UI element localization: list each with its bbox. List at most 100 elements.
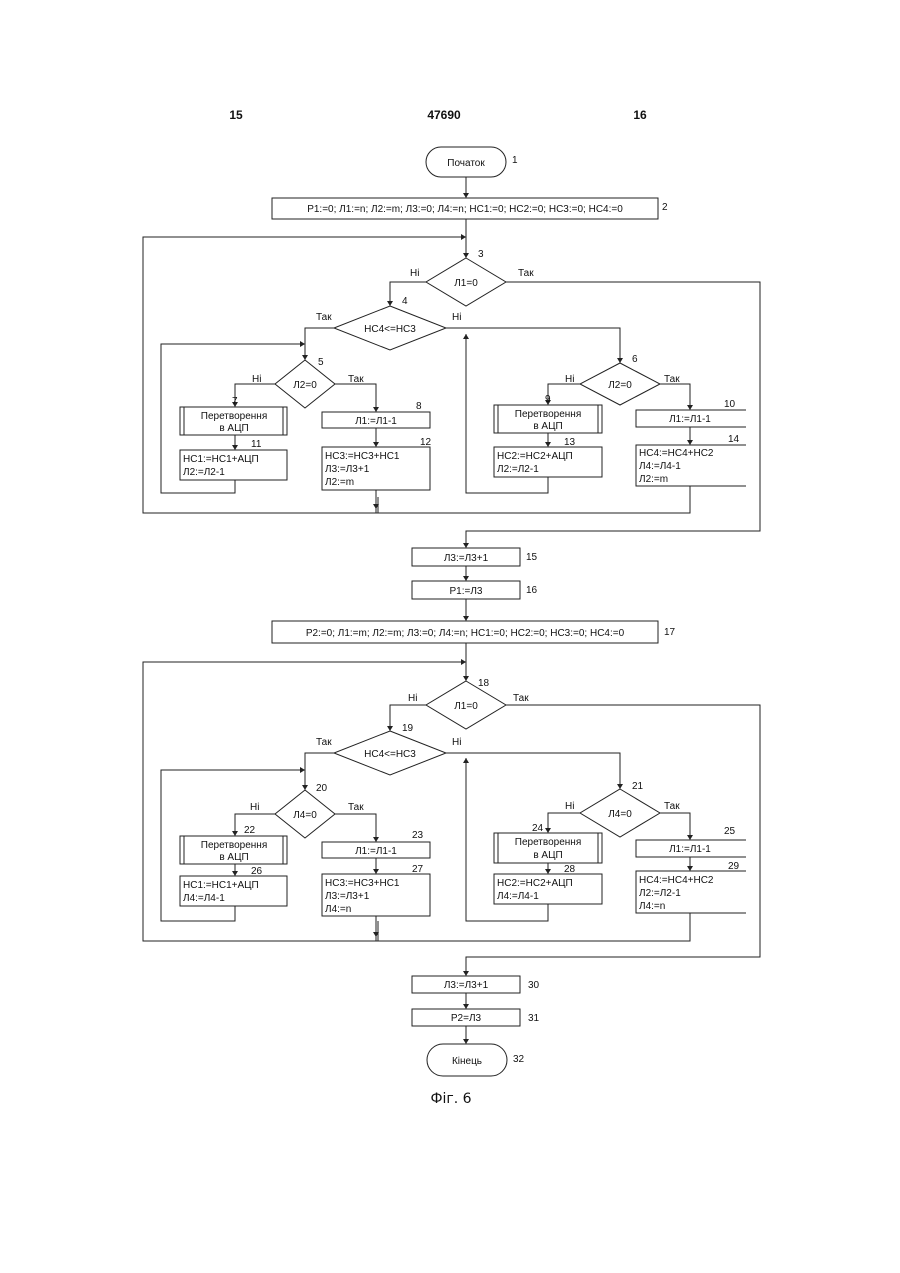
block-number-30: 30 <box>528 980 540 991</box>
block-number-9: 9 <box>545 394 551 405</box>
end-label: Кінець <box>452 1056 482 1067</box>
block-8-text: Л1:=Л1-1 <box>355 416 397 427</box>
block-number-31: 31 <box>528 1013 540 1024</box>
block-11-line1: НС1:=НС1+АЦП <box>183 454 259 465</box>
init-block-1-text: Р1:=0; Л1:=n; Л2:=m; Л3:=0; Л4:=n; НС1:=… <box>307 204 623 215</box>
block-number-19: 19 <box>402 723 414 734</box>
block-number-11: 11 <box>251 439 262 450</box>
block-number-18: 18 <box>478 678 490 689</box>
page-number-left: 15 <box>229 108 243 122</box>
block-number-16: 16 <box>526 585 538 596</box>
block-25-text: Л1:=Л1-1 <box>669 844 711 855</box>
decision-3-no: Ні <box>410 268 419 279</box>
block-number-1: 1 <box>512 155 518 166</box>
block-13-line1: НС2:=НС2+АЦП <box>497 451 573 462</box>
block-number-6: 6 <box>632 354 638 365</box>
block-13-line2: Л2:=Л2-1 <box>497 464 539 475</box>
block-14-line2: Л4:=Л4-1 <box>639 461 681 472</box>
block-22-line2: в АЦП <box>219 852 248 863</box>
block-11-line2: Л2:=Л2-1 <box>183 467 225 478</box>
block-number-26: 26 <box>251 866 263 877</box>
block-number-32: 32 <box>513 1054 525 1065</box>
block-10-text: Л1:=Л1-1 <box>669 414 711 425</box>
block-24-line2: в АЦП <box>533 850 562 861</box>
decision-4-no: Ні <box>452 312 461 323</box>
block-16-text: Р1:=Л3 <box>450 586 483 597</box>
block-12-line3: Л2:=m <box>325 477 354 488</box>
decision-21-text: Л4=0 <box>608 809 632 820</box>
block-29-line1: НС4:=НС4+НС2 <box>639 875 714 886</box>
decision-20-text: Л4=0 <box>293 810 317 821</box>
block-28-line1: НС2:=НС2+АЦП <box>497 878 573 889</box>
decision-20-yes: Так <box>348 802 364 813</box>
block-9-line1: Перетворення <box>515 409 581 420</box>
block-12-line1: НС3:=НС3+НС1 <box>325 451 400 462</box>
decision-18-yes: Так <box>513 693 529 704</box>
decision-5-yes: Так <box>348 374 364 385</box>
block-number-13: 13 <box>564 437 576 448</box>
block-number-29: 29 <box>728 861 740 872</box>
start-label: Початок <box>447 158 485 169</box>
block-12-line2: Л3:=Л3+1 <box>325 464 370 475</box>
block-number-25: 25 <box>724 826 736 837</box>
block-number-22: 22 <box>244 825 256 836</box>
page-number-right: 16 <box>633 108 647 122</box>
decision-21-no: Ні <box>565 801 574 812</box>
block-number-10: 10 <box>724 399 736 410</box>
block-number-4: 4 <box>402 296 408 307</box>
decision-19-yes: Так <box>316 737 332 748</box>
block-number-7: 7 <box>232 396 238 407</box>
decision-21-yes: Так <box>664 801 680 812</box>
block-number-14: 14 <box>728 434 740 445</box>
block-number-12: 12 <box>420 437 432 448</box>
decision-4-text: НС4<=НС3 <box>364 324 416 335</box>
block-number-28: 28 <box>564 864 576 875</box>
block-number-8: 8 <box>416 401 422 412</box>
block-14-line3: Л2:=m <box>639 474 668 485</box>
block-number-24: 24 <box>532 823 544 834</box>
block-22-line1: Перетворення <box>201 840 267 851</box>
decision-6-yes: Так <box>664 374 680 385</box>
block-number-3: 3 <box>478 249 484 260</box>
block-26-line2: Л4:=Л4-1 <box>183 893 225 904</box>
init-block-2-text: Р2:=0; Л1:=m; Л2:=m; Л3:=0; Л4:=n; НС1:=… <box>306 628 625 639</box>
decision-4-yes: Так <box>316 312 332 323</box>
block-number-15: 15 <box>526 552 538 563</box>
block-31-text: Р2=Л3 <box>451 1013 482 1024</box>
block-27-line3: Л4:=n <box>325 904 351 915</box>
block-7-line2: в АЦП <box>219 423 248 434</box>
block-27-line1: НС3:=НС3+НС1 <box>325 878 400 889</box>
decision-19-no: Ні <box>452 737 461 748</box>
block-14-line1: НС4:=НС4+НС2 <box>639 448 714 459</box>
block-number-20: 20 <box>316 783 328 794</box>
block-number-2: 2 <box>662 202 668 213</box>
block-9-line2: в АЦП <box>533 421 562 432</box>
block-number-21: 21 <box>632 781 644 792</box>
decision-19-text: НС4<=НС3 <box>364 749 416 760</box>
block-number-27: 27 <box>412 864 424 875</box>
block-7-line1: Перетворення <box>201 411 267 422</box>
block-24-line1: Перетворення <box>515 837 581 848</box>
block-23-text: Л1:=Л1-1 <box>355 846 397 857</box>
figure-caption: Фіг. 6 <box>430 1091 471 1107</box>
block-30-text: Л3:=Л3+1 <box>444 980 489 991</box>
block-28-line2: Л4:=Л4-1 <box>497 891 539 902</box>
decision-5-no: Ні <box>252 374 261 385</box>
decision-3-text: Л1=0 <box>454 278 478 289</box>
block-number-17: 17 <box>664 627 676 638</box>
patent-number: 47690 <box>427 108 461 122</box>
block-29-line3: Л4:=n <box>639 901 665 912</box>
decision-6-text: Л2=0 <box>608 380 632 391</box>
decision-20-no: Ні <box>250 802 259 813</box>
block-number-23: 23 <box>412 830 424 841</box>
block-26-line1: НС1:=НС1+АЦП <box>183 880 259 891</box>
block-27-line2: Л3:=Л3+1 <box>325 891 370 902</box>
decision-3-yes: Так <box>518 268 534 279</box>
decision-18-no: Ні <box>408 693 417 704</box>
decision-6-no: Ні <box>565 374 574 385</box>
block-number-5: 5 <box>318 357 324 368</box>
decision-5-text: Л2=0 <box>293 380 317 391</box>
block-29-line2: Л2:=Л2-1 <box>639 888 681 899</box>
